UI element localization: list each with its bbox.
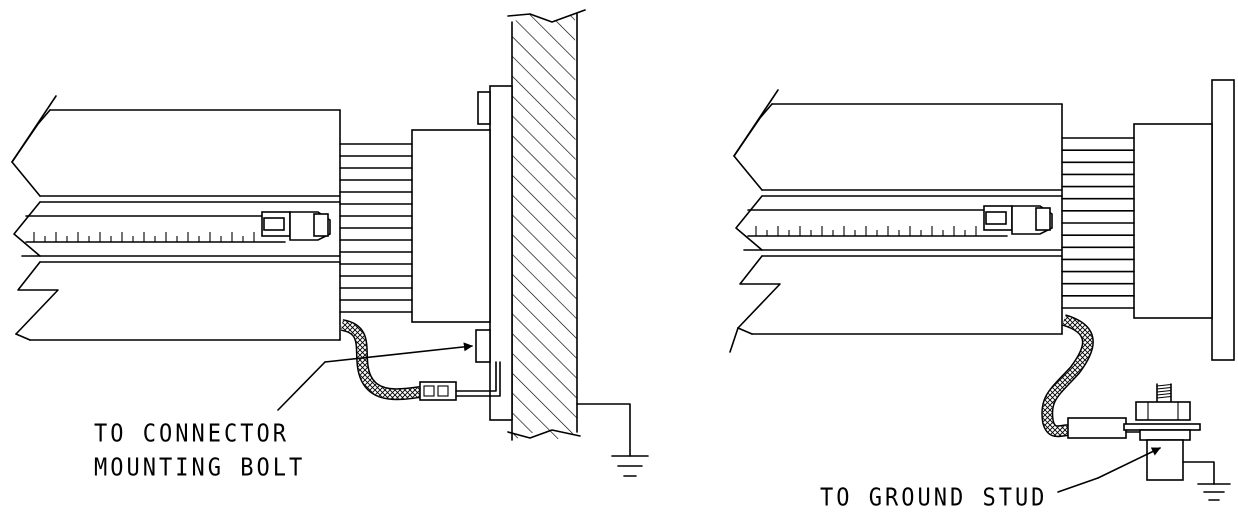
callout-label-line1: TO CONNECTOR	[94, 419, 289, 449]
ground-wire-right	[1182, 461, 1215, 485]
cable-jacket-left	[11, 95, 341, 341]
cable-conductors-right	[1061, 137, 1135, 309]
callout-label-ground-stud: TO GROUND STUD	[820, 483, 1048, 512]
drawing-line	[1156, 389, 1172, 393]
ground-symbol-left	[611, 455, 649, 477]
drawing-line	[1156, 395, 1172, 399]
panel-plate	[1133, 79, 1235, 361]
callout-leader-right	[1057, 447, 1161, 493]
cable-jacket-right	[729, 89, 1063, 353]
cable-conductors-left	[339, 143, 413, 313]
drawing-line	[1156, 392, 1172, 396]
left-figure	[11, 9, 649, 477]
right-figure	[729, 79, 1235, 501]
connector-flange	[411, 85, 513, 421]
ground-wire-left	[576, 403, 631, 457]
ground-stud	[1123, 383, 1201, 481]
callout-label-line2: MOUNTING BOLT	[94, 453, 306, 483]
ground-strap-left	[340, 319, 501, 401]
ground-symbol-right	[1197, 483, 1231, 501]
ground-strap-right	[1041, 314, 1141, 439]
drawing-line	[1156, 383, 1172, 387]
callout-leader-left	[277, 342, 473, 411]
mounting-wall	[507, 9, 586, 441]
drawing-line	[1156, 386, 1172, 390]
zipper-left	[25, 211, 331, 243]
zipper-right	[747, 205, 1053, 237]
